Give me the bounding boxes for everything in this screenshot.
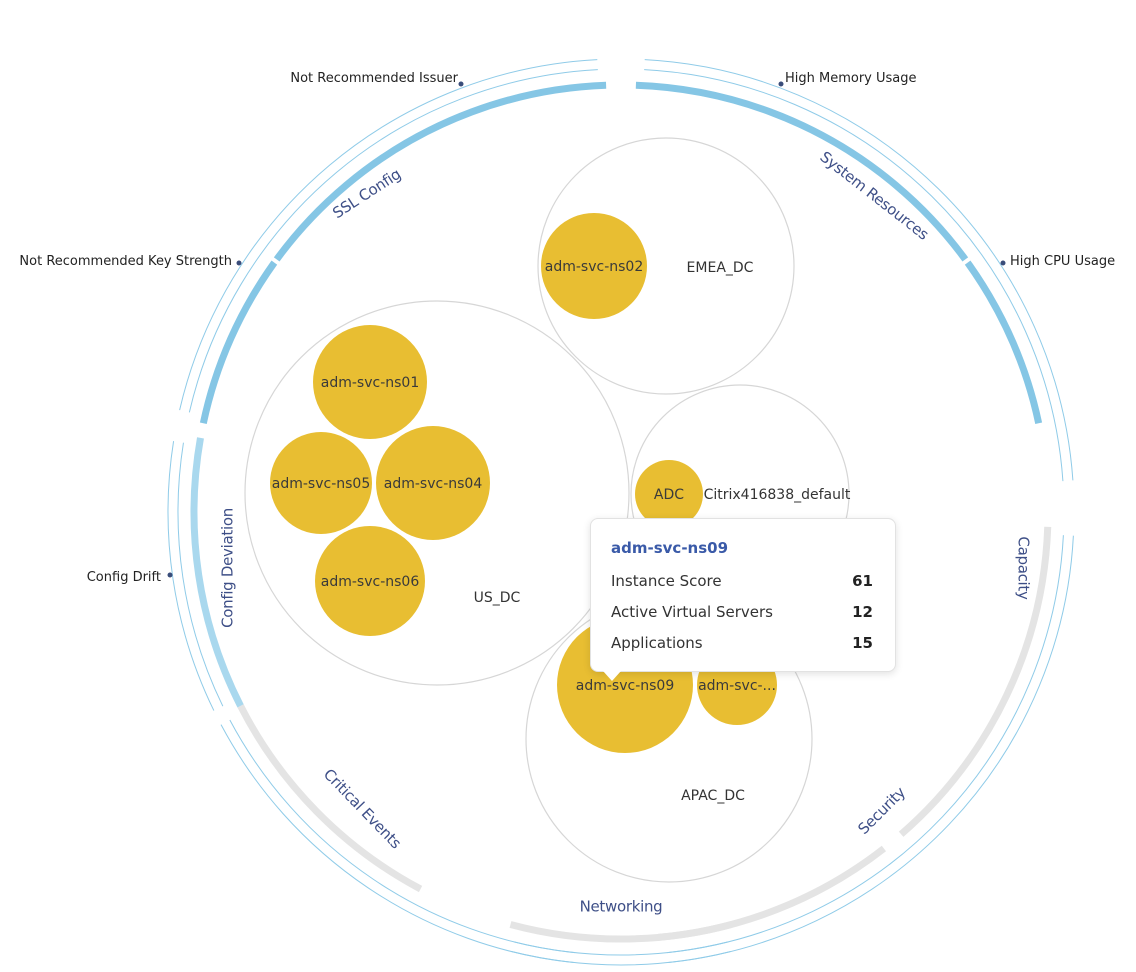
datacenter-circle-us-dc[interactable] <box>244 300 630 686</box>
arc-divider <box>958 254 975 268</box>
outer-ring-segment <box>644 69 1064 482</box>
category-arc-ssl[interactable] <box>199 81 607 424</box>
datacenter-label: US_DC <box>474 590 521 606</box>
outer-ring-segment <box>229 719 575 954</box>
instance-label: adm-svc-ns01 <box>321 375 419 391</box>
issue-dot[interactable] <box>167 572 173 578</box>
issue-markers: Not Recommended Issuer High Memory UsageN… <box>19 71 1115 585</box>
issue-label-high-cpu-usage[interactable]: High CPU Usage <box>1010 254 1115 269</box>
tooltip-row-instance-score: Instance Score 61 <box>611 566 875 597</box>
category-arc-sys[interactable] <box>635 81 1043 424</box>
category-label-sys[interactable]: System Resources <box>817 148 933 244</box>
category-arcs <box>190 81 1052 943</box>
tooltip-row-label: Active Virtual Servers <box>611 603 773 621</box>
datacenter-label: APAC_DC <box>681 788 745 804</box>
category-arc-cap[interactable] <box>898 526 1052 837</box>
instance-label: adm-svc-ns09 <box>576 678 674 694</box>
issue-dot[interactable] <box>458 81 464 87</box>
tooltip-row-label: Applications <box>611 634 703 652</box>
issue-label-high-memory-usage[interactable]: High Memory Usage <box>785 71 917 86</box>
outer-ring-segment <box>179 59 598 411</box>
category-label-crit[interactable]: Critical Events <box>320 765 405 852</box>
instance-tooltip: adm-svc-ns09 Instance Score 61 Active Vi… <box>590 518 896 681</box>
instance-circle-adm-svc-ns05[interactable] <box>270 432 372 534</box>
outer-ring-segment <box>644 59 1074 481</box>
instance-circle-adc[interactable] <box>635 460 703 528</box>
datacenter-circle-emea-dc[interactable] <box>537 137 795 395</box>
tooltip-row-value: 15 <box>852 634 873 652</box>
tooltip-row-applications: Applications 15 <box>611 628 875 659</box>
category-arc-net[interactable] <box>509 921 733 943</box>
issue-label-config-drift[interactable]: Config Drift <box>87 570 161 585</box>
outer-ring-segment <box>220 724 574 964</box>
datacenter-label: Citrix416838_default <box>704 487 851 503</box>
instance-label: adm-svc-... <box>698 678 776 694</box>
tooltip-row-label: Instance Score <box>611 572 722 590</box>
instance-label: ADC <box>654 487 684 503</box>
arc-divider <box>267 254 284 268</box>
tooltip-title: adm-svc-ns09 <box>611 539 729 557</box>
issue-label-not-recommended-issuer[interactable]: Not Recommended Issuer <box>290 71 458 86</box>
outer-thin-rings <box>167 59 1074 966</box>
instance-label: adm-svc-ns04 <box>384 476 483 492</box>
tooltip-row-value: 12 <box>852 603 873 621</box>
issue-label-not-recommended-key-strength[interactable]: Not Recommended Key Strength <box>19 254 232 269</box>
instance-label: adm-svc-ns05 <box>272 476 370 492</box>
category-label-cfg[interactable]: Config Deviation <box>219 508 237 628</box>
outer-ring-segment <box>667 535 1064 954</box>
tooltip-row-value: 61 <box>852 572 873 590</box>
category-label-sec[interactable]: Security <box>854 783 909 838</box>
category-label-cap[interactable]: Capacity <box>1015 536 1033 600</box>
issue-dot[interactable] <box>778 81 784 87</box>
outer-ring-segment <box>668 535 1074 964</box>
instance-label: adm-svc-ns06 <box>321 574 420 590</box>
issue-dot[interactable] <box>1000 260 1006 266</box>
instance-circle-adm-svc-ns01[interactable] <box>313 325 427 439</box>
outer-ring-segment <box>167 441 215 711</box>
issue-dot[interactable] <box>236 260 242 266</box>
outer-ring-segment <box>177 442 224 707</box>
datacenter-label: EMEA_DC <box>687 260 754 276</box>
category-arc-crit[interactable] <box>237 704 423 893</box>
instance-label: adm-svc-ns02 <box>545 259 643 275</box>
category-label-net[interactable]: Networking <box>580 898 663 916</box>
instance-circle-adm-svc-ns02[interactable] <box>541 213 647 319</box>
tooltip-row-active-virtual-servers: Active Virtual Servers 12 <box>611 597 875 628</box>
outer-ring-segment <box>188 69 598 413</box>
instance-circle-adm-svc-ns06[interactable] <box>315 526 425 636</box>
category-arc-cfg[interactable] <box>190 437 244 708</box>
instance-circle-adm-svc-ns04[interactable] <box>376 426 490 540</box>
